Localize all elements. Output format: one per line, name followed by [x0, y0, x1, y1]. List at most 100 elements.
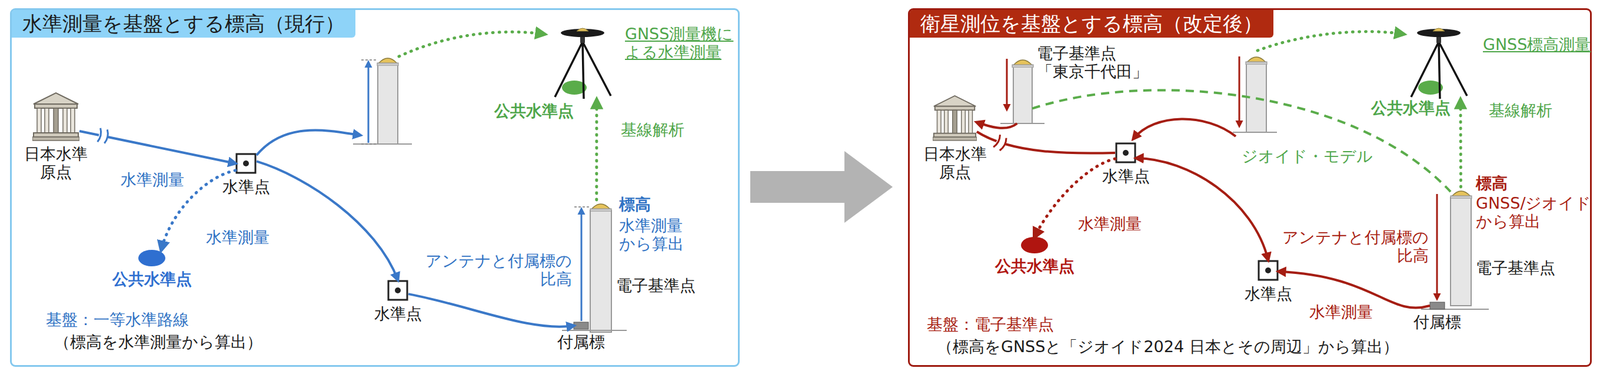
antenna-cap — [590, 204, 612, 212]
annotation: GNSS標高測量 — [1482, 35, 1591, 54]
antenna-cap — [377, 58, 399, 66]
node-label: 水準点 — [1102, 167, 1150, 186]
pillar-shaft — [377, 64, 398, 145]
annotation: （標高をGNSSと「ジオイド2024 日本とその周辺」から算出） — [936, 337, 1399, 357]
text-line: GNSS測量機に — [624, 24, 734, 43]
connector — [1278, 271, 1430, 309]
connector — [408, 294, 574, 328]
edge-label: 基線解析 — [620, 120, 685, 139]
node-label: 日本水準 原点 — [24, 144, 88, 182]
ground-line — [1000, 122, 1045, 125]
public-benchmark-mark — [1020, 237, 1049, 254]
attached-marker — [573, 322, 589, 330]
symbol-node: 水準点 — [1257, 260, 1279, 282]
building-icon — [32, 92, 80, 141]
node-label: 公共水準点 — [494, 101, 574, 121]
text-line: GNSS/ジオイド — [1475, 194, 1592, 213]
leveling-curve — [256, 130, 361, 156]
connector — [1032, 90, 1451, 192]
height-arrow — [1238, 56, 1241, 126]
antenna-cap — [1012, 60, 1034, 68]
node-label: 電子基準点 — [616, 276, 696, 295]
symbol-node: 付属標 — [573, 322, 589, 330]
symbol-node: 公共水準点 — [1020, 237, 1049, 254]
text-line: から算出 — [1475, 212, 1541, 231]
symbol-node: 公共水準点 — [138, 250, 166, 267]
symbol-node: 水準点 — [1115, 142, 1137, 164]
edge-label: ジオイド・モデル — [1241, 147, 1373, 166]
gnss-dotted-line — [1257, 31, 1404, 51]
annotation: （標高を水準測量から算出） — [54, 333, 263, 352]
public-benchmark-mark — [138, 250, 166, 267]
connector — [976, 131, 1116, 154]
tick-line — [361, 60, 378, 145]
benchmark-symbol — [1258, 261, 1278, 281]
symbol-node: 水準点 — [387, 280, 409, 302]
attached-marker — [1429, 302, 1445, 310]
tick-line — [574, 206, 591, 208]
text-line: から算出 — [619, 234, 684, 254]
symbol-node: 公共水準点 — [550, 26, 615, 101]
break-mark — [97, 127, 109, 146]
ground-line — [561, 330, 627, 332]
connector — [1458, 100, 1463, 188]
edge-label: 水準測量 — [1309, 303, 1373, 322]
text-line: 電子基準点 — [1036, 44, 1117, 63]
connector — [1136, 158, 1269, 261]
node-label: 付属標 — [557, 333, 605, 352]
symbol-node: 付属標 — [1429, 302, 1445, 310]
pillar-shaft — [590, 210, 612, 333]
node-label: 電子基準点 — [1475, 258, 1556, 278]
pillar-shaft — [1450, 197, 1472, 306]
annotation: GNSS/ジオイド から算出 — [1475, 194, 1592, 231]
text-line: 比高 — [1396, 246, 1429, 265]
node-label: 水準点 — [1244, 284, 1293, 304]
symbol-node: 日本水準 原点 — [32, 91, 80, 142]
annotation: 基盤：電子基準点 — [926, 315, 1054, 334]
node-label: 公共水準点 — [995, 257, 1075, 276]
text-line: 「東京千代田」 — [1036, 62, 1149, 81]
panel-title: 衛星測位を基盤とする標高（改定後） — [909, 10, 1274, 38]
break-mark — [992, 133, 1009, 153]
annotation: 基盤：一等水準路線 — [45, 310, 189, 329]
height-arrow — [367, 62, 370, 143]
annotation: GNSS測量機に よる水準測量 — [624, 24, 734, 62]
symbol-node: 電子基準点 「東京千代田」 — [1013, 55, 1033, 124]
text-line: 日本水準 — [24, 144, 88, 164]
gnss-receiver — [554, 28, 611, 99]
connector — [976, 122, 1017, 129]
transition-arrow — [750, 151, 893, 224]
node-label: 水準点 — [222, 177, 271, 196]
annotation: アンテナと付属標の 比高 — [1282, 228, 1429, 265]
node-label: 公共水準点 — [112, 270, 192, 289]
ground-line — [1232, 131, 1277, 133]
node-label: 公共水準点 — [1371, 98, 1451, 118]
node-label: 電子基準点 「東京千代田」 — [1036, 44, 1149, 81]
building-icon — [932, 95, 977, 141]
benchmark-symbol — [236, 154, 256, 174]
leveling-curve — [1133, 118, 1236, 139]
text-line: 原点 — [40, 163, 72, 182]
text-line: 水準測量 — [619, 216, 683, 235]
pillar-shaft — [1013, 65, 1033, 124]
panel-title: 水準測量を基盤とする標高（現行） — [11, 10, 356, 38]
node-label: 水準点 — [374, 304, 422, 324]
benchmark-symbol — [1116, 143, 1136, 163]
annotation: 水準測量 から算出 — [619, 216, 684, 254]
node-label: 日本水準 原点 — [923, 144, 987, 182]
edge-label: 水準測量 — [205, 228, 270, 247]
antenna-cap — [1245, 57, 1267, 65]
symbol-node: 電子基準点 — [590, 200, 612, 333]
text-line: 日本水準 — [923, 144, 987, 164]
text-line: 原点 — [939, 163, 971, 182]
gnss-receiver — [1411, 28, 1468, 99]
edge-label: 水準測量 — [120, 170, 185, 189]
gnss-dotted-line — [398, 31, 545, 57]
height-arrow — [1436, 194, 1439, 299]
symbol-node: 電子基準点 — [1450, 187, 1472, 306]
height-arrow — [1006, 58, 1009, 110]
annotation: 標高 — [619, 195, 651, 214]
edge-label: 水準測量 — [1078, 214, 1142, 234]
text-line: アンテナと付属標の — [425, 251, 572, 271]
